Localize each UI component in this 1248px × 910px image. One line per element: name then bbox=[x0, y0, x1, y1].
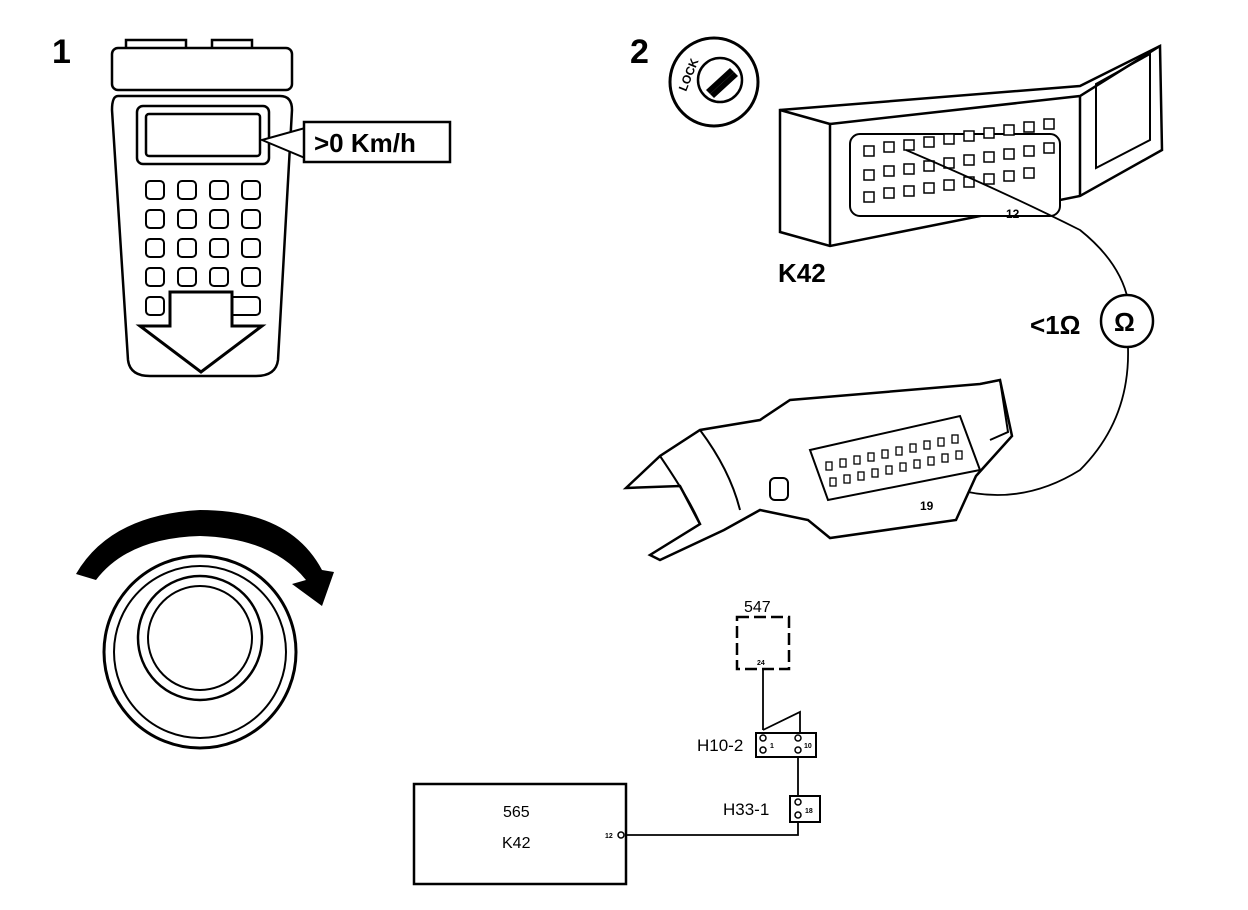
test-lead-upper bbox=[905, 149, 1129, 301]
harness-connector-icon bbox=[622, 378, 1014, 562]
down-arrow-icon bbox=[135, 290, 267, 374]
control-unit-number: 565 bbox=[503, 804, 530, 821]
connector-h33-1-pin: 18 bbox=[805, 808, 813, 815]
connector-h33-1-label: H33-1 bbox=[723, 800, 769, 819]
ecu-connector-label: K42 bbox=[778, 258, 826, 288]
ignition-lock-icon bbox=[668, 36, 760, 128]
rotating-wheel-icon bbox=[76, 510, 334, 750]
ohmmeter-icon bbox=[1099, 293, 1155, 349]
speed-readout: >0 Km/h bbox=[314, 128, 416, 158]
step-2-number: 2 bbox=[630, 33, 649, 71]
connector-h10-2-pin-10: 10 bbox=[804, 743, 812, 750]
control-unit-box bbox=[412, 782, 628, 886]
wire-h33-to-k42 bbox=[622, 822, 799, 836]
harness-pin-label: 19 bbox=[920, 499, 934, 513]
step-1-number: 1 bbox=[52, 33, 71, 71]
control-unit-name: K42 bbox=[502, 835, 531, 852]
diagnostic-tester-icon bbox=[110, 38, 306, 378]
ecu-pin-label: 12 bbox=[1006, 207, 1020, 221]
component-547-label: 547 bbox=[744, 599, 771, 616]
resistance-reading: <1Ω bbox=[1030, 310, 1081, 340]
connector-h10-2-pin-1: 1 bbox=[770, 743, 774, 750]
ohmmeter-symbol: Ω bbox=[1114, 307, 1135, 337]
control-unit-pin: 12 bbox=[605, 833, 613, 840]
readout-box bbox=[302, 120, 452, 164]
component-547-pin: 24 bbox=[757, 660, 765, 667]
ecu-connector-icon bbox=[778, 43, 1164, 248]
connector-h10-2-label: H10-2 bbox=[697, 736, 743, 755]
